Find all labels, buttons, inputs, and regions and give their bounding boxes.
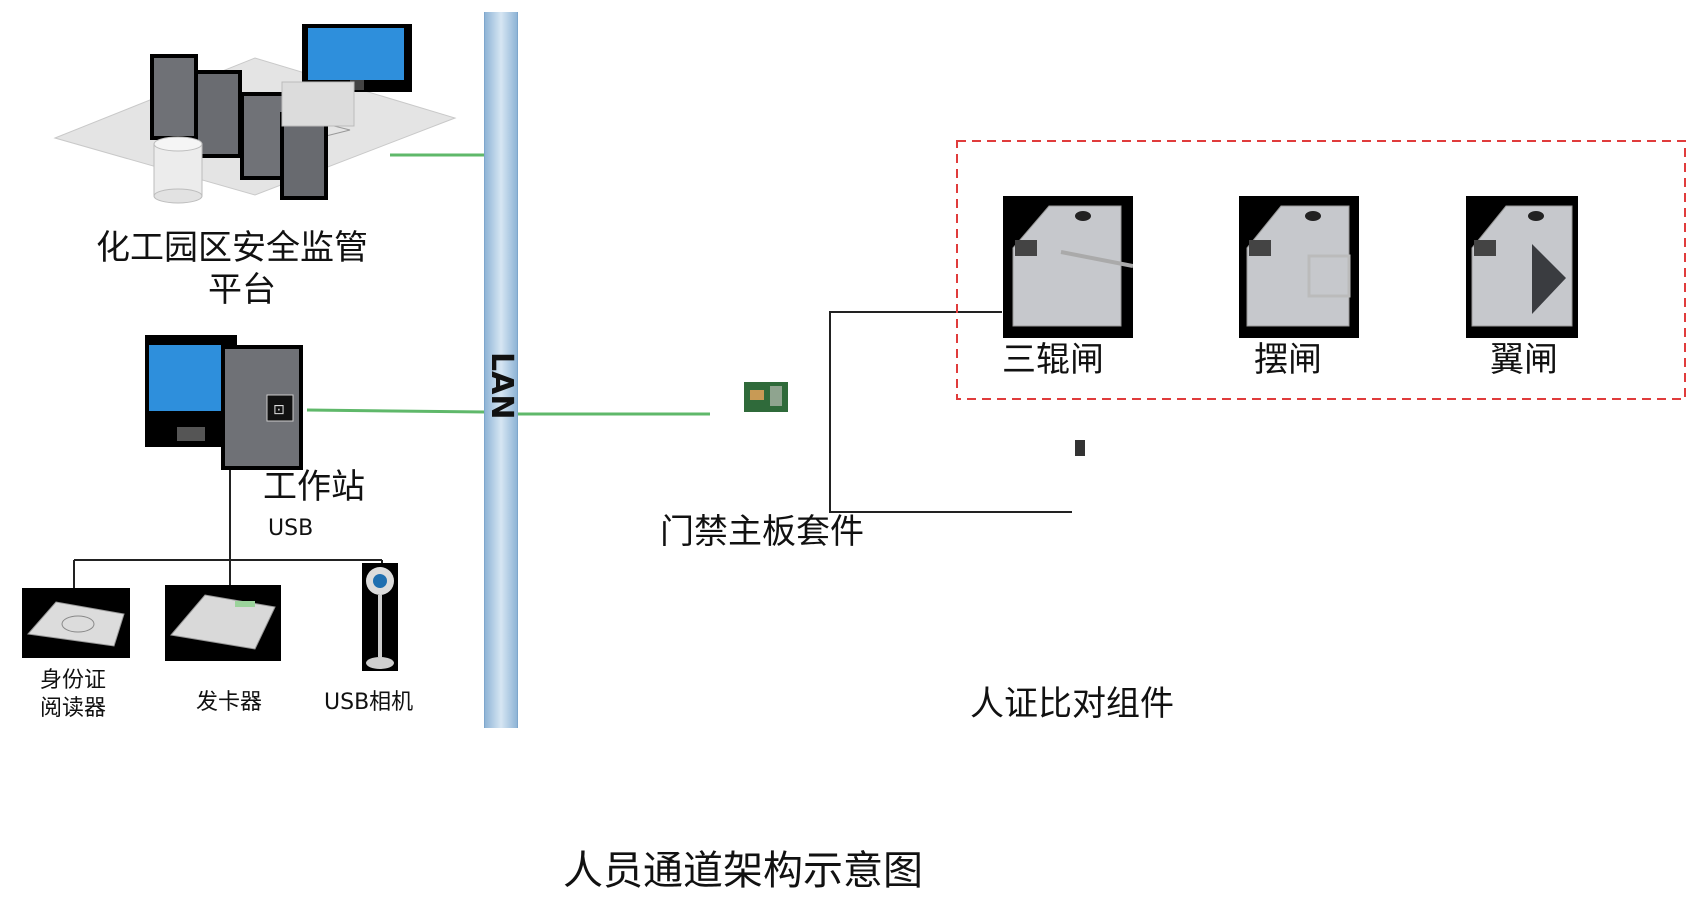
diagram-caption: 人员通道架构示意图 [563, 848, 923, 894]
lan-bus-label: LAN [484, 352, 519, 420]
workstation-illustration: ⊡ [145, 335, 303, 470]
swing-gate-icon [1239, 196, 1359, 338]
workstation-network-link [306, 408, 487, 414]
id-reader-label-line1: 身份证 [40, 668, 107, 693]
lan-bus [484, 12, 518, 728]
card-issuer-label: 发卡器 [196, 690, 263, 715]
swing-gate-label: 摆闸 [1254, 340, 1322, 380]
usb-camera-icon [362, 563, 398, 671]
flap-barrier-icon [1466, 196, 1578, 338]
tripod-turnstile-label: 三辊闸 [1002, 340, 1104, 380]
gate-group-border [956, 140, 1686, 400]
server-rack-icon [150, 54, 328, 200]
platform-label-line2: 平台 [208, 270, 276, 310]
svg-text:⊡: ⊡ [273, 402, 285, 418]
controller-label: 门禁主板套件 [660, 512, 864, 552]
usb-camera-label: USB相机 [324, 690, 414, 715]
flap-barrier-label: 翼闸 [1490, 340, 1558, 380]
verification-label: 人证比对组件 [970, 684, 1174, 724]
face-id-terminal-icon [1075, 440, 1085, 456]
card-issuer-icon [165, 585, 281, 661]
controller-gate-wire [829, 311, 1072, 513]
database-icon [153, 136, 203, 204]
access-controller-board-icon [744, 382, 788, 412]
workstation-label: 工作站 [263, 467, 365, 507]
id-card-reader-icon [22, 588, 130, 658]
platform-illustration [53, 24, 457, 204]
id-reader-label-line2: 阅读器 [40, 696, 107, 721]
platform-label-line1: 化工园区安全监管 [96, 228, 368, 268]
tripod-turnstile-icon [1003, 196, 1133, 338]
usb-label: USB [268, 516, 314, 541]
